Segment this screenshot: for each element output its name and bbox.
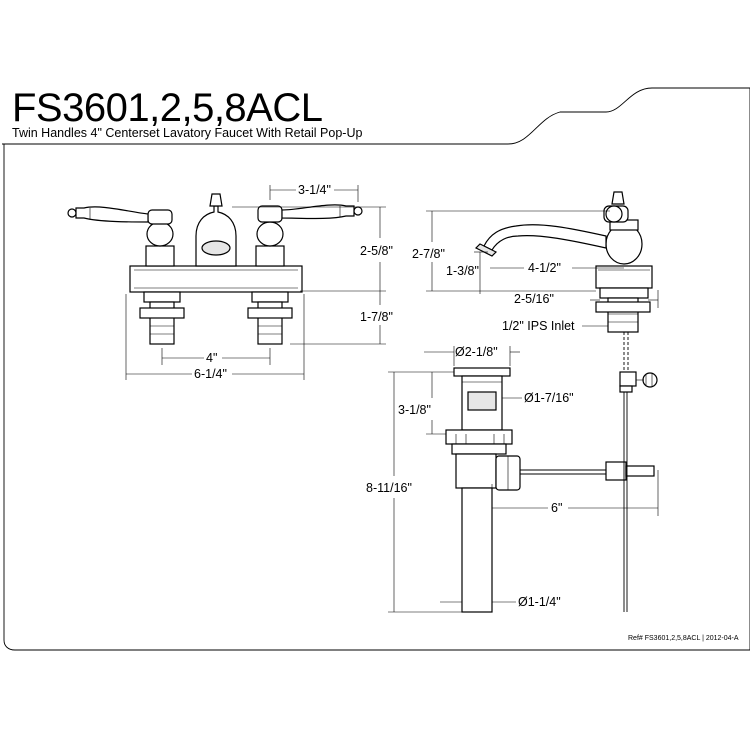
right-handle [255, 204, 363, 267]
dim-flange-to-nut: 3-1/8" [398, 403, 431, 417]
drain-flange [453, 367, 511, 377]
tailpiece [461, 487, 493, 613]
inlet-label: 1/2" IPS Inlet [502, 319, 575, 333]
dim-handle-spread: 3-1/4" [298, 183, 331, 197]
model-number: FS3601,2,5,8ACL [12, 86, 323, 130]
drawing-reference: Ref# FS3601,2,5,8ACL | 2012-04-A [628, 635, 739, 642]
popup-drain: Ø2-1/8" Ø1-7/16" 3-1/8" 8-11/16" 6" Ø1-1… [366, 345, 659, 613]
dim-spout-height: 2-7/8" [412, 247, 445, 261]
center-spout [195, 193, 237, 267]
left-shank [139, 291, 185, 345]
drawing-frame [2, 87, 750, 651]
dim-spout-reach: 4-1/2" [528, 261, 561, 275]
front-view: 3-1/4" 2-5/8" 1-7/8" 4" 6-1/4" [67, 183, 393, 381]
side-spout [483, 224, 607, 251]
dim-flange-diameter: Ø2-1/8" [455, 345, 498, 359]
dim-spout-clearance: 1-3/8" [446, 264, 479, 278]
dim-centerset: 4" [206, 351, 217, 365]
deck-plate [129, 265, 303, 293]
dim-overall-width: 6-1/4" [194, 367, 227, 381]
product-description: Twin Handles 4" Centerset Lavatory Fauce… [12, 126, 362, 140]
left-handle [67, 206, 175, 267]
side-view: 2-7/8" 1-3/8" 4-1/2" 2-5/16" 1/2" IPS In… [412, 191, 659, 380]
dim-body-diameter: Ø1-7/16" [524, 391, 574, 405]
dim-shank-length: 1-7/8" [360, 310, 393, 324]
dim-overall-length: 8-11/16" [366, 481, 412, 495]
dim-rod-length: 6" [551, 501, 562, 515]
right-shank [247, 291, 293, 345]
dim-tailpiece-diameter: Ø1-1/4" [518, 595, 561, 609]
dim-body-height: 2-5/8" [360, 244, 393, 258]
side-base [595, 265, 653, 289]
dim-base-depth: 2-5/16" [514, 292, 554, 306]
